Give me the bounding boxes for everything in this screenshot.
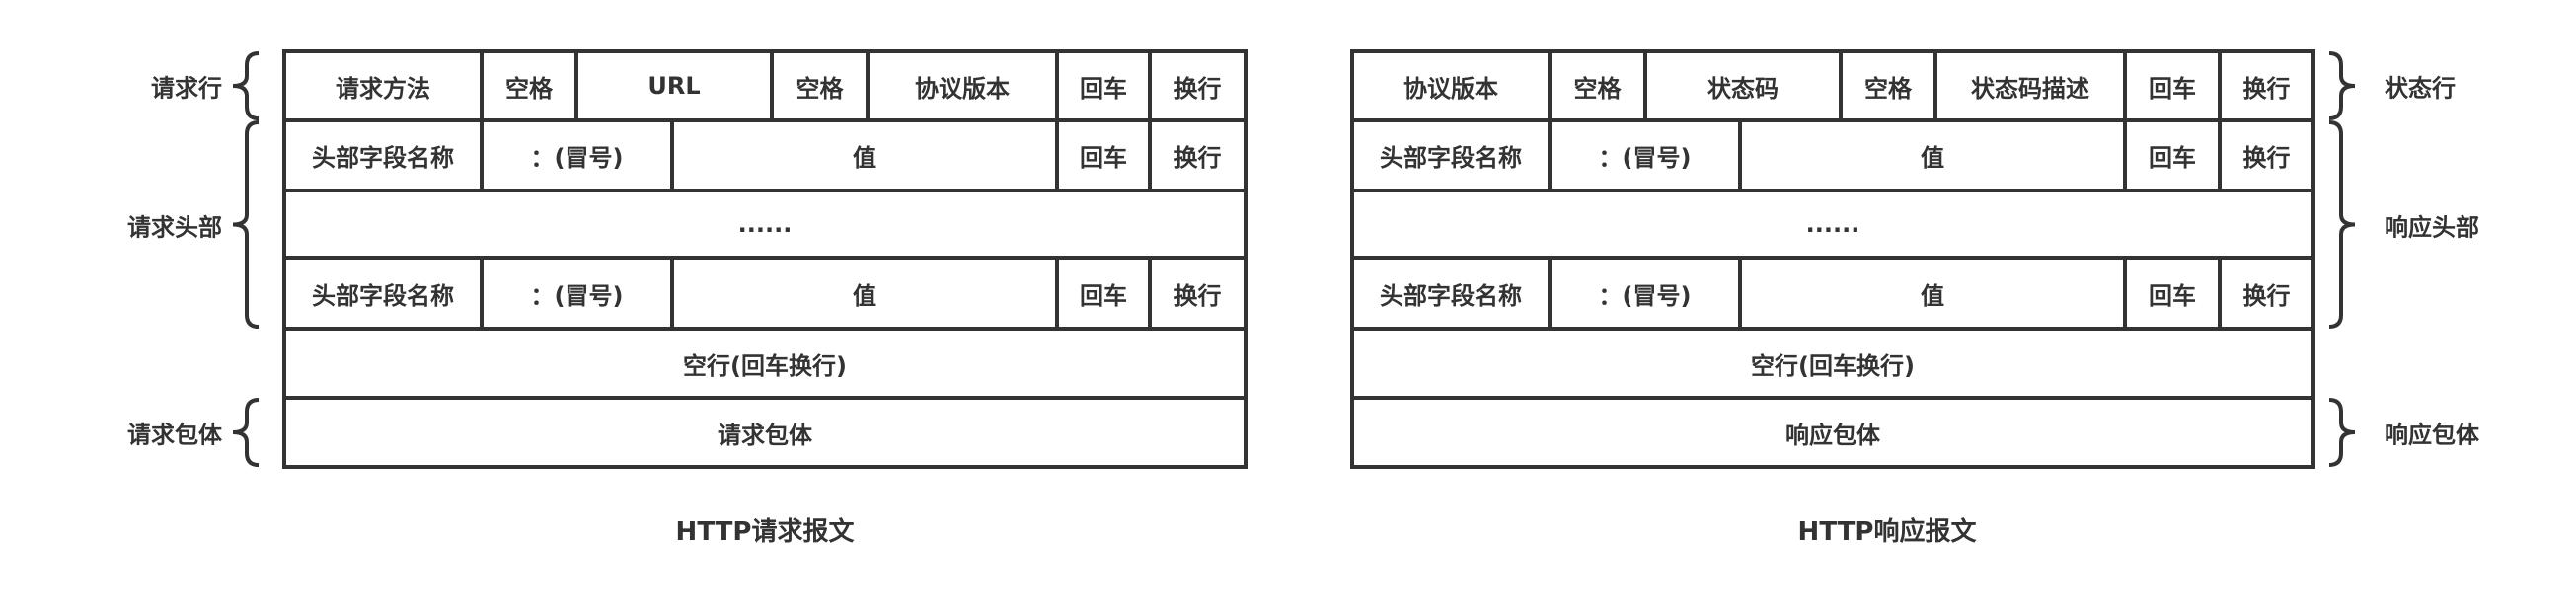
response-cell: 值 xyxy=(1740,258,2125,329)
brace-icon xyxy=(2328,51,2356,120)
request-cell: 换行 xyxy=(1150,51,1246,120)
response-cell: 回车 xyxy=(2125,258,2220,329)
brace-icon xyxy=(232,51,260,120)
request-cell: URL xyxy=(576,51,772,120)
response-section-label: 响应包体 xyxy=(2385,421,2479,449)
response-cell: 头部字段名称 xyxy=(1352,120,1550,191)
request-cell: 回车 xyxy=(1057,120,1150,191)
response-cell: 头部字段名称 xyxy=(1352,258,1550,329)
request-cell: 请求方法 xyxy=(284,51,482,120)
request-cell: 值 xyxy=(672,120,1057,191)
request-cell: ...... xyxy=(284,191,1246,258)
response-title: HTTP响应报文 xyxy=(1797,517,1977,547)
request-cell: 请求包体 xyxy=(284,398,1246,467)
request-title: HTTP请求报文 xyxy=(675,517,855,547)
response-cell: 换行 xyxy=(2220,51,2313,120)
request-cell: ：(冒号) xyxy=(482,258,672,329)
request-cell: 空行(回车换行) xyxy=(284,329,1246,398)
response-cell: ：(冒号) xyxy=(1550,258,1740,329)
request-cell: ：(冒号) xyxy=(482,120,672,191)
response-cell: 响应包体 xyxy=(1352,398,2313,467)
response-cell: 状态码 xyxy=(1645,51,1841,120)
response-cell: 协议版本 xyxy=(1352,51,1550,120)
request-cell: 空格 xyxy=(482,51,576,120)
request-cell: 值 xyxy=(672,258,1057,329)
response-section-label: 响应头部 xyxy=(2385,213,2479,241)
response-cell: 值 xyxy=(1740,120,2125,191)
response-cell: 空格 xyxy=(1841,51,1935,120)
request-section-label: 请求行 xyxy=(151,74,222,103)
request-section-label: 请求包体 xyxy=(127,421,222,449)
response-cell: ...... xyxy=(1352,191,2313,258)
request-cell: 头部字段名称 xyxy=(284,258,482,329)
brace-icon xyxy=(232,120,260,329)
response-cell: 状态码描述 xyxy=(1935,51,2125,120)
request-cell: 回车 xyxy=(1057,258,1150,329)
request-cell: 协议版本 xyxy=(868,51,1057,120)
brace-icon xyxy=(232,398,260,467)
response-cell: 空行(回车换行) xyxy=(1352,329,2313,398)
request-cell: 头部字段名称 xyxy=(284,120,482,191)
request-cell: 回车 xyxy=(1057,51,1150,120)
brace-icon xyxy=(2328,120,2356,329)
request-cell: 换行 xyxy=(1150,120,1246,191)
brace-icon xyxy=(2328,398,2356,467)
response-cell: 空格 xyxy=(1550,51,1645,120)
response-cell: ：(冒号) xyxy=(1550,120,1740,191)
response-cell: 换行 xyxy=(2220,258,2313,329)
response-cell: 换行 xyxy=(2220,120,2313,191)
response-cell: 回车 xyxy=(2125,51,2220,120)
response-section-label: 状态行 xyxy=(2385,74,2456,103)
request-section-label: 请求头部 xyxy=(127,213,222,241)
response-cell: 回车 xyxy=(2125,120,2220,191)
request-cell: 换行 xyxy=(1150,258,1246,329)
request-cell: 空格 xyxy=(772,51,868,120)
